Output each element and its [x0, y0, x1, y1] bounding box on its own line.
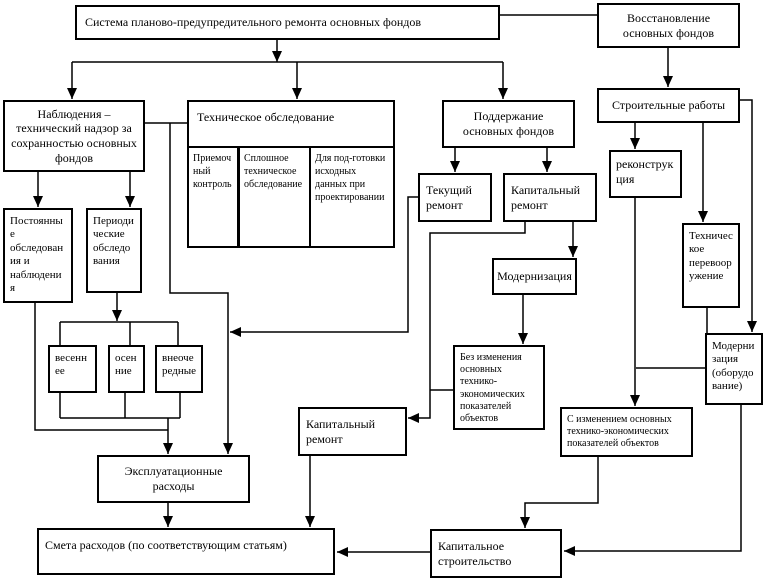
node-stroitelnye-raboty: Строительные работы [597, 88, 740, 123]
node-tehnicheskoe-obsledovanie: Техническое обследование Приемочный конт… [187, 100, 395, 248]
node-tekushchiy-remont: Текущий ремонт [418, 173, 492, 222]
edge-kapremont-to-kapremont2 [408, 222, 526, 423]
node-kapitalny-remont: Капитальный ремонт [503, 173, 597, 222]
edge-postoyannye-merge [34, 303, 168, 431]
edge-stroit-to-modern-oborud [740, 99, 757, 332]
tehobsled-cells: Приемочный контроль Сплошное техническое… [189, 148, 393, 246]
node-kapitalny-remont-2: Капитальный ремонт [298, 407, 407, 456]
node-vosstanovlenie: Восстановление основных фондов [597, 3, 740, 48]
node-teh-perevooruzhenie: Техническое перевооружение [682, 223, 740, 308]
node-modernizatsiya-oborud: Модернизация (оборудование) [705, 333, 763, 405]
edge-nabl-down-to-expl [169, 123, 233, 454]
node-vneocherednye: внеочередные [155, 345, 203, 393]
edge-modern-oborud-to-kapstroy [564, 405, 742, 556]
node-vesennee: весеннее [48, 345, 97, 393]
cell-priemochny-kontrol: Приемочный контроль [189, 148, 240, 246]
cell-sploshnoe-obsledovanie: Сплошное техническое обследование [240, 148, 311, 246]
cell-dlya-podgotovki: Для под-готовки исходных данных при прое… [315, 153, 386, 203]
node-nablyudeniya: Наблюдения – технический надзор за сохра… [3, 100, 145, 172]
node-kapitalnoe-stroitelstvo: Капитальное строительство [430, 529, 562, 578]
node-smeta-rashodov: Смета расходов (по соответствующим стать… [37, 528, 335, 575]
node-ekspluatatsionnye-rashody: Эксплуатационные расходы [97, 455, 250, 503]
node-postoyannye: Постоянные обследования и наблюдения [3, 208, 73, 303]
node-rekonstruktsiya: реконструкция [609, 150, 682, 198]
node-modernizatsiya: Модернизация [492, 258, 577, 295]
node-bez-izmeneniya: Без изменения основных технико-экономиче… [453, 345, 545, 430]
node-osennie: осенние [108, 345, 145, 393]
tehobsled-title: Техническое обследование [189, 102, 393, 148]
node-sistema-ppr: Система планово-предупредительного ремон… [75, 5, 500, 40]
node-periodicheskie: Периодические обследования [86, 208, 142, 293]
node-podderzhanie: Поддержание основных фондов [442, 100, 575, 148]
edge-s-izm-to-kapstroy [520, 457, 599, 528]
node-s-izmeneniem: С изменением основных технико-экономичес… [560, 407, 693, 457]
edge-tekushchiy-feed [230, 196, 418, 337]
edge-perevooruzh-merge [636, 308, 708, 369]
